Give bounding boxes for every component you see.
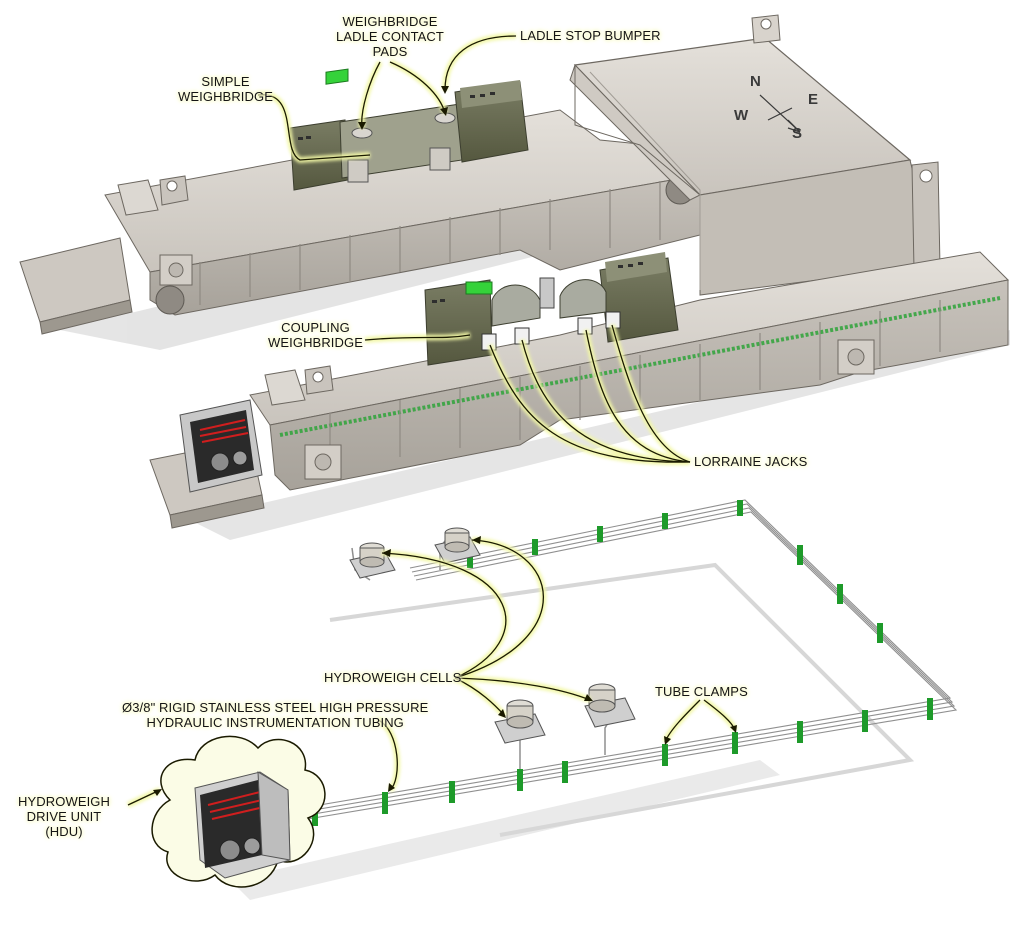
hydroweigh-cell-1 [349, 542, 396, 579]
coupling-weighbridge-assembly [424, 252, 679, 366]
label-weighbridge-ladle-contact-pads: WEIGHBRIDGE LADLE CONTACT PADS [336, 14, 444, 59]
label-hydroweigh-cells: HYDROWEIGH CELLS [324, 670, 462, 685]
compass-e: E [808, 91, 818, 108]
ladle-hood: N E S W [569, 14, 941, 296]
label-simple-weighbridge: SIMPLE WEIGHBRIDGE [178, 74, 273, 104]
car-hdu-cabinet [179, 399, 263, 493]
label-tube-clamps: TUBE CLAMPS [655, 684, 748, 699]
simple-weighbridge-assembly [289, 68, 529, 191]
hydroweigh-cell-4 [584, 683, 636, 728]
hdu-unit [151, 735, 326, 888]
label-hdu: HYDROWEIGH DRIVE UNIT (HDU) [18, 794, 110, 839]
hydroweigh-cells [349, 527, 636, 744]
tubing-system [289, 499, 958, 837]
upper-transfer-car [19, 109, 701, 335]
compass-w: W [734, 107, 749, 124]
callout-leaders [126, 33, 738, 808]
label-tubing: Ø3/8" RIGID STAINLESS STEEL HIGH PRESSUR… [122, 700, 429, 730]
compass-s: S [792, 125, 802, 142]
hydroweigh-cell-3 [494, 699, 546, 744]
compass-rose [759, 94, 801, 133]
hydroweigh-cell-2 [434, 527, 481, 564]
label-ladle-stop-bumper: LADLE STOP BUMPER [520, 28, 661, 43]
label-lorraine-jacks: LORRAINE JACKS [694, 454, 808, 469]
label-coupling-weighbridge: COUPLING WEIGHBRIDGE [268, 320, 363, 350]
compass-n: N [750, 73, 761, 90]
